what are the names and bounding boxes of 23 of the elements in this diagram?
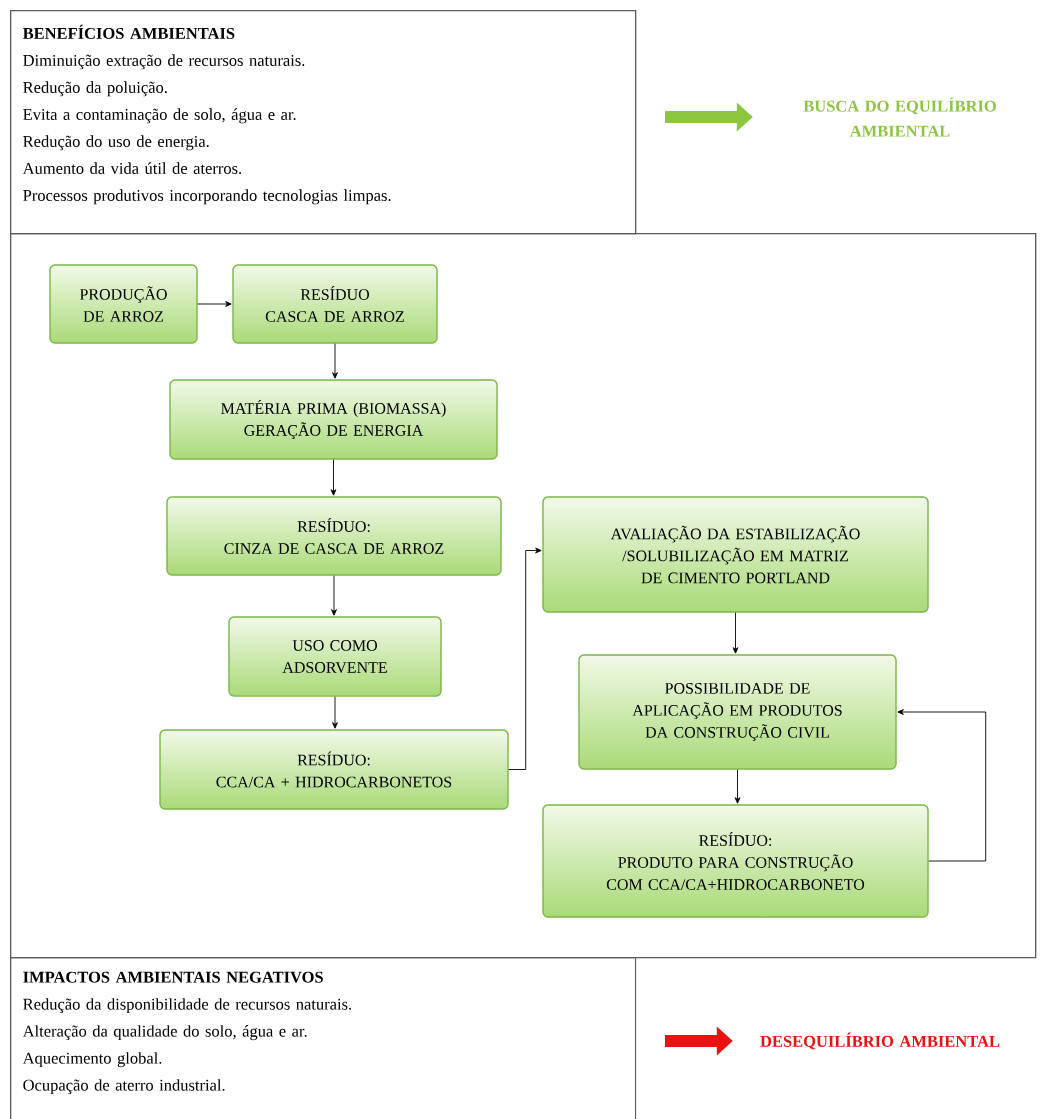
process-box: PRODUÇÃO DE ARROZ bbox=[49, 264, 198, 344]
arrow bbox=[732, 612, 739, 654]
process-box: POSSIBILIDADE DE APLICAÇÃO EM PRODUTOS DA CONSTRUÇÃO CIVIL bbox=[578, 654, 897, 770]
process-box: RESÍDUO: CINZA DE CASCA DE ARROZ bbox=[166, 496, 502, 576]
text-panel: IMPACTOS AMBIENTAIS NEGATIVOS Redução da disponibilidade de recursos naturais. Alteração da qualidade do solo, água e ar. Aquecimento global. Ocupação de aterro industrial. bbox=[10, 957, 637, 1119]
process-box: AVALIAÇÃO DA ESTABILIZAÇÃO /SOLUBILIZAÇÃO EM MATRIZ DE CIMENTO PORTLAND bbox=[542, 496, 929, 613]
arrow bbox=[734, 769, 741, 804]
arrow bbox=[332, 343, 338, 379]
arrow bbox=[197, 301, 232, 307]
arrow bbox=[331, 575, 337, 616]
result-text: BUSCA DO EQUILÍBRIO AMBIENTAL bbox=[803, 97, 996, 137]
process-box: USO COMO ADSORVENTE bbox=[228, 616, 442, 697]
arrow bbox=[332, 696, 338, 729]
frame-box bbox=[10, 233, 1037, 959]
process-box: RESÍDUO: PRODUTO PARA CONSTRUÇÃO COM CCA/CA+HIDROCARBONETO bbox=[542, 804, 929, 918]
process-box: RESÍDUO CASCA DE ARROZ bbox=[232, 264, 438, 344]
process-box: RESÍDUO: CCA/CA + HIDROCARBONETOS bbox=[159, 729, 509, 810]
arrow bbox=[330, 459, 337, 496]
text-panel: BENEFÍCIOS AMBIENTAIS Diminuição extração de recursos naturais. Redução da poluição. Evita a contaminação de solo, água e ar. Redução do uso de energia. Aumento da vida útil de aterros. Processos produtivos incorporando tecnologias limpas. bbox=[10, 10, 637, 235]
result-text: DESEQUILÍBRIO AMBIENTAL bbox=[760, 1032, 1000, 1050]
arrow bbox=[897, 709, 987, 862]
process-box: MATÉRIA PRIMA (BIOMASSA) GERAÇÃO DE ENERGIA bbox=[169, 379, 498, 460]
arrow bbox=[508, 547, 542, 770]
